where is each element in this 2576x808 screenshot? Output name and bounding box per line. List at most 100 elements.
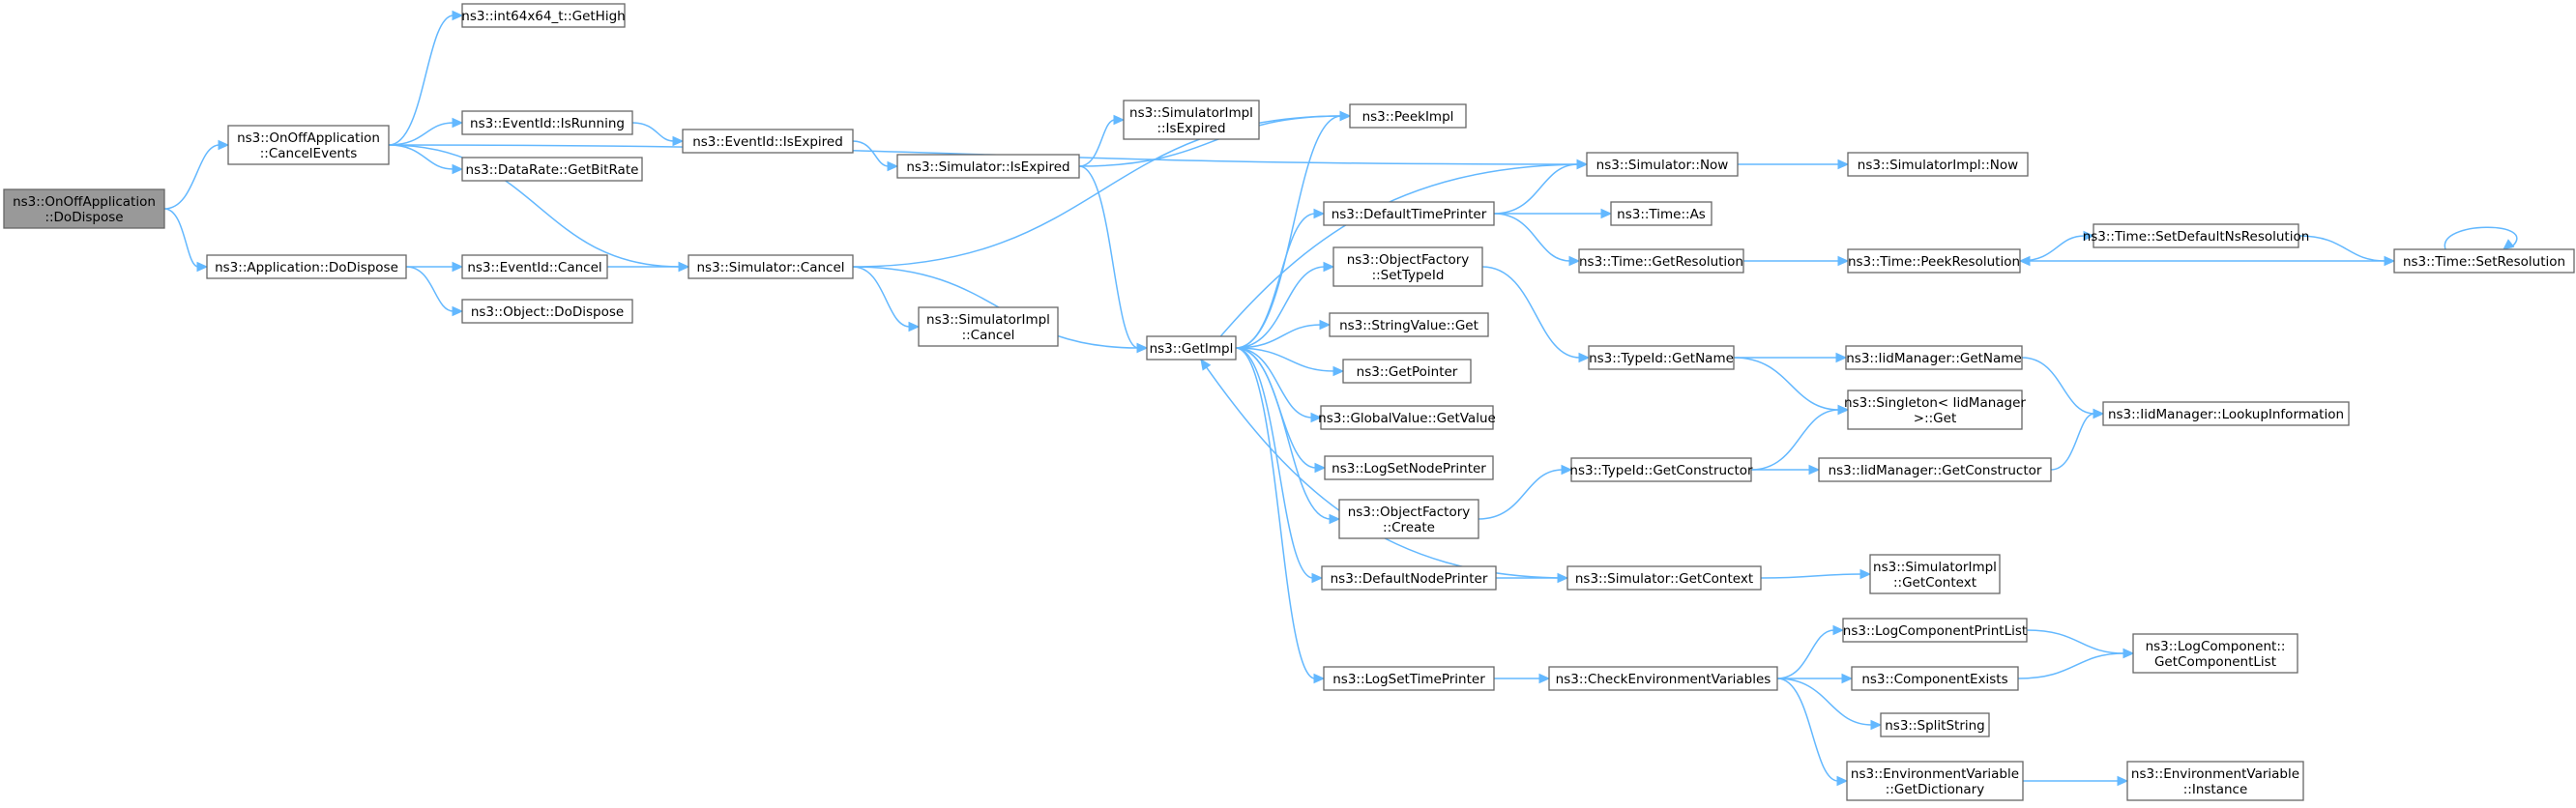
node-sim-now[interactable]: ns3::Simulator::Now (1586, 152, 1739, 177)
edge-line (1235, 324, 1322, 349)
node-log-set-time[interactable]: ns3::LogSetTimePrinter (1323, 666, 1495, 691)
node-log-comp-get-list[interactable]: ns3::LogComponent::GetComponentList (2132, 633, 2298, 674)
node-box (688, 254, 854, 279)
node-box (1332, 246, 1483, 287)
node-event-is-running[interactable]: ns3::EventId::IsRunning (461, 110, 633, 135)
edge-check-env-to-split-string (1776, 678, 1883, 731)
node-box (461, 110, 633, 135)
edge-get-impl-to-global-value (1235, 347, 1323, 423)
node-data-rate[interactable]: ns3::DataRate::GetBitRate (461, 157, 643, 182)
edge-line (1776, 678, 1873, 726)
node-time-peek-res[interactable]: ns3::Time::PeekResolution (1847, 248, 2021, 274)
edge-arrowhead (1323, 261, 1335, 273)
node-time-set-def-ns[interactable]: ns3::Time::SetDefaultNsResolution (2083, 223, 2310, 248)
edge-sim-get-context-to-sim-impl-get-context (1760, 568, 1872, 580)
node-event-is-expired[interactable]: ns3::EventId::IsExpired (682, 129, 854, 154)
node-get-pointer[interactable]: ns3::GetPointer (1342, 359, 1472, 384)
node-box (1845, 345, 2023, 370)
edge-arrowhead (908, 321, 921, 332)
node-box (896, 154, 1080, 179)
node-app-do-dispose[interactable]: ns3::Application::DoDispose (206, 254, 407, 279)
node-label: ns3::TypeId::GetConstructor (1569, 463, 1753, 478)
edge-arrowhead (452, 261, 464, 273)
node-iid-get-ctor[interactable]: ns3::IidManager::GetConstructor (1818, 457, 2052, 482)
node-iid-get-name[interactable]: ns3::IidManager::GetName (1845, 345, 2023, 370)
node-singleton-get[interactable]: ns3::Singleton< IidManager>::Get (1844, 390, 2026, 430)
node-log-comp-print-list[interactable]: ns3::LogComponentPrintList (1842, 618, 2028, 643)
node-box (461, 157, 643, 182)
node-label: ns3::Time::SetDefaultNsResolution (2083, 229, 2310, 245)
node-box (1846, 761, 2024, 801)
node-obj-fact-set-type-id[interactable]: ns3::ObjectFactory::SetTypeId (1332, 246, 1483, 287)
edge-time-set-res-to-time-peek-res (2018, 255, 2394, 267)
node-box (682, 129, 854, 154)
node-obj-fact-create[interactable]: ns3::ObjectFactory::Create (1338, 499, 1479, 539)
edge-arrowhead (1808, 464, 1821, 476)
edge-arrowhead (1319, 319, 1332, 331)
edge-event-cancel-to-sim-cancel (607, 261, 690, 273)
node-env-instance[interactable]: ns3::EnvironmentVariable::Instance (2126, 761, 2304, 801)
edge-arrowhead (1339, 110, 1352, 122)
edge-line (1760, 573, 1862, 579)
node-box (1847, 248, 2021, 274)
edge-sim-now-to-sim-impl-now (1738, 159, 1850, 170)
node-sim-impl-get-context[interactable]: ns3::SimulatorImpl::GetContext (1869, 554, 2001, 594)
node-env-get-dict[interactable]: ns3::EnvironmentVariable::GetDictionary (1846, 761, 2024, 801)
node-check-env[interactable]: ns3::CheckEnvironmentVariables (1548, 666, 1778, 691)
edge-line (1478, 469, 1564, 520)
node-box (2393, 248, 2575, 274)
node-time-get-res[interactable]: ns3::Time::GetResolution (1578, 248, 1744, 274)
edge-line (2021, 357, 2095, 415)
edge-arrowhead (1313, 673, 1326, 684)
node-event-cancel[interactable]: ns3::EventId::Cancel (461, 254, 608, 279)
node-label: ns3::DataRate::GetBitRate (466, 162, 639, 178)
node-cancel-events[interactable]: ns3::OnOffApplication::CancelEvents (227, 125, 390, 165)
node-get-high[interactable]: ns3::int64x64_t::GetHigh (461, 3, 626, 28)
node-label: ns3::Simulator::IsExpired (906, 159, 1069, 175)
node-label: ns3::SplitString (1885, 718, 1985, 734)
node-def-time-printer[interactable]: ns3::DefaultTimePrinter (1323, 201, 1495, 226)
edge-line (1776, 629, 1835, 679)
edge-sim-cancel-to-sim-impl-cancel (852, 266, 921, 332)
node-sim-impl-cancel[interactable]: ns3::SimulatorImpl::Cancel (918, 306, 1059, 347)
edge-arrowhead (887, 160, 899, 172)
node-def-node-printer[interactable]: ns3::DefaultNodePrinter (1321, 565, 1497, 591)
node-str-value-get[interactable]: ns3::StringValue::Get (1329, 312, 1489, 337)
node-label: ns3::Time::PeekResolution (1848, 254, 2020, 270)
node-box (1851, 666, 2019, 691)
node-label: ns3::DefaultTimePrinter (1332, 207, 1487, 222)
node-label: ns3::LogComponent:: (2146, 639, 2286, 654)
node-label: ns3::LogSetNodePrinter (1332, 461, 1486, 476)
node-time-as[interactable]: ns3::Time::As (1610, 201, 1712, 226)
node-label: ns3::Time::As (1617, 207, 1706, 222)
node-get-impl[interactable]: ns3::GetImpl (1146, 335, 1237, 361)
node-label: ns3::StringValue::Get (1339, 318, 1478, 333)
node-box (461, 254, 608, 279)
node-split-string[interactable]: ns3::SplitString (1880, 712, 1990, 737)
edge-line (1235, 347, 1313, 418)
node-comp-exists[interactable]: ns3::ComponentExists (1851, 666, 2019, 691)
node-peek-impl[interactable]: ns3::PeekImpl (1349, 103, 1467, 129)
edge-arrowhead (1859, 568, 1872, 580)
node-label: ns3::CheckEnvironmentVariables (1556, 672, 1771, 687)
node-type-id-get-name[interactable]: ns3::TypeId::GetName (1588, 345, 1735, 370)
edge-line (388, 144, 454, 170)
node-type-id-get-ctor[interactable]: ns3::TypeId::GetConstructor (1569, 457, 1753, 482)
node-sim-get-context[interactable]: ns3::Simulator::GetContext (1566, 565, 1762, 591)
node-global-value[interactable]: ns3::GlobalValue::GetValue (1318, 405, 1496, 430)
node-label: ns3::PeekImpl (1362, 109, 1454, 125)
node-time-set-res[interactable]: ns3::Time::SetResolution (2393, 248, 2575, 274)
node-sim-impl-now[interactable]: ns3::SimulatorImpl::Now (1847, 152, 2029, 177)
node-sim-impl-is-expired[interactable]: ns3::SimulatorImpl::IsExpired (1123, 100, 1260, 140)
node-sim-is-expired[interactable]: ns3::Simulator::IsExpired (896, 154, 1080, 179)
node-label: ns3::OnOffApplication (13, 194, 156, 210)
node-obj-do-dispose[interactable]: ns3::Object::DoDispose (461, 299, 633, 324)
node-sim-cancel[interactable]: ns3::Simulator::Cancel (688, 254, 854, 279)
edge-def-time-printer-to-time-get-res (1493, 213, 1581, 267)
node-box (1320, 405, 1494, 430)
node-iid-lookup[interactable]: ns3::IidManager::LookupInformation (2102, 401, 2350, 426)
edge-line (2017, 652, 2125, 679)
edge-line (1493, 213, 1571, 262)
node-log-set-node[interactable]: ns3::LogSetNodePrinter (1324, 455, 1494, 480)
node-box (3, 188, 165, 229)
